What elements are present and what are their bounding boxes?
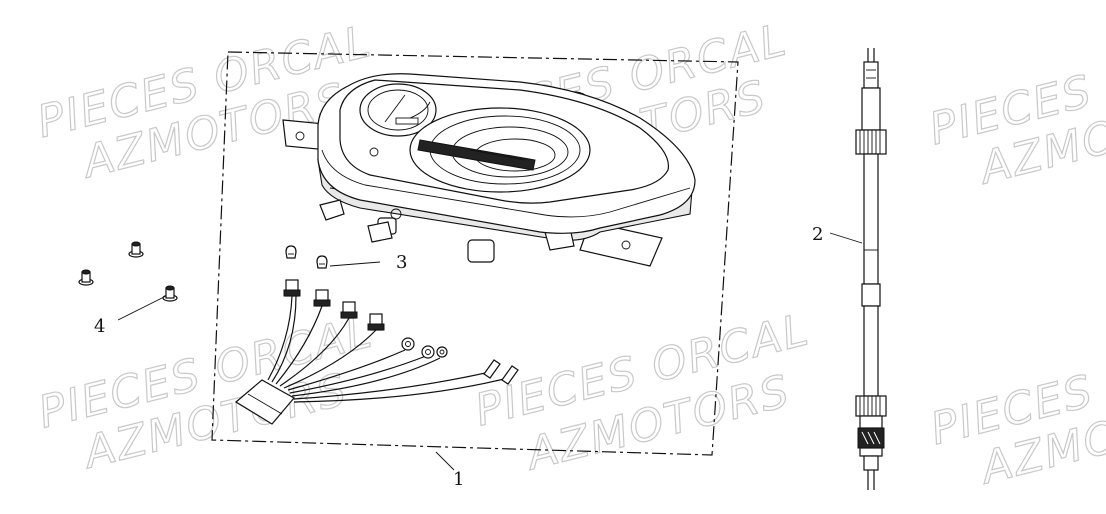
cable-icon (855, 48, 887, 490)
screw-icon (78, 241, 178, 302)
leader-lines (117, 232, 863, 471)
speedometer-icon (282, 73, 696, 267)
bulb-icon (285, 245, 328, 269)
assembly-boundary (211, 51, 739, 456)
wire-harness (234, 279, 519, 425)
callout-label-1: 1 (453, 469, 464, 490)
watermark-group: PIECES ORCAL AZMOTORS PIECES ORCAL AZMOT… (32, 14, 1106, 496)
callout-label-2: 2 (812, 224, 823, 245)
callout-label-4: 4 (94, 316, 105, 337)
callout-label-3: 3 (396, 252, 407, 273)
